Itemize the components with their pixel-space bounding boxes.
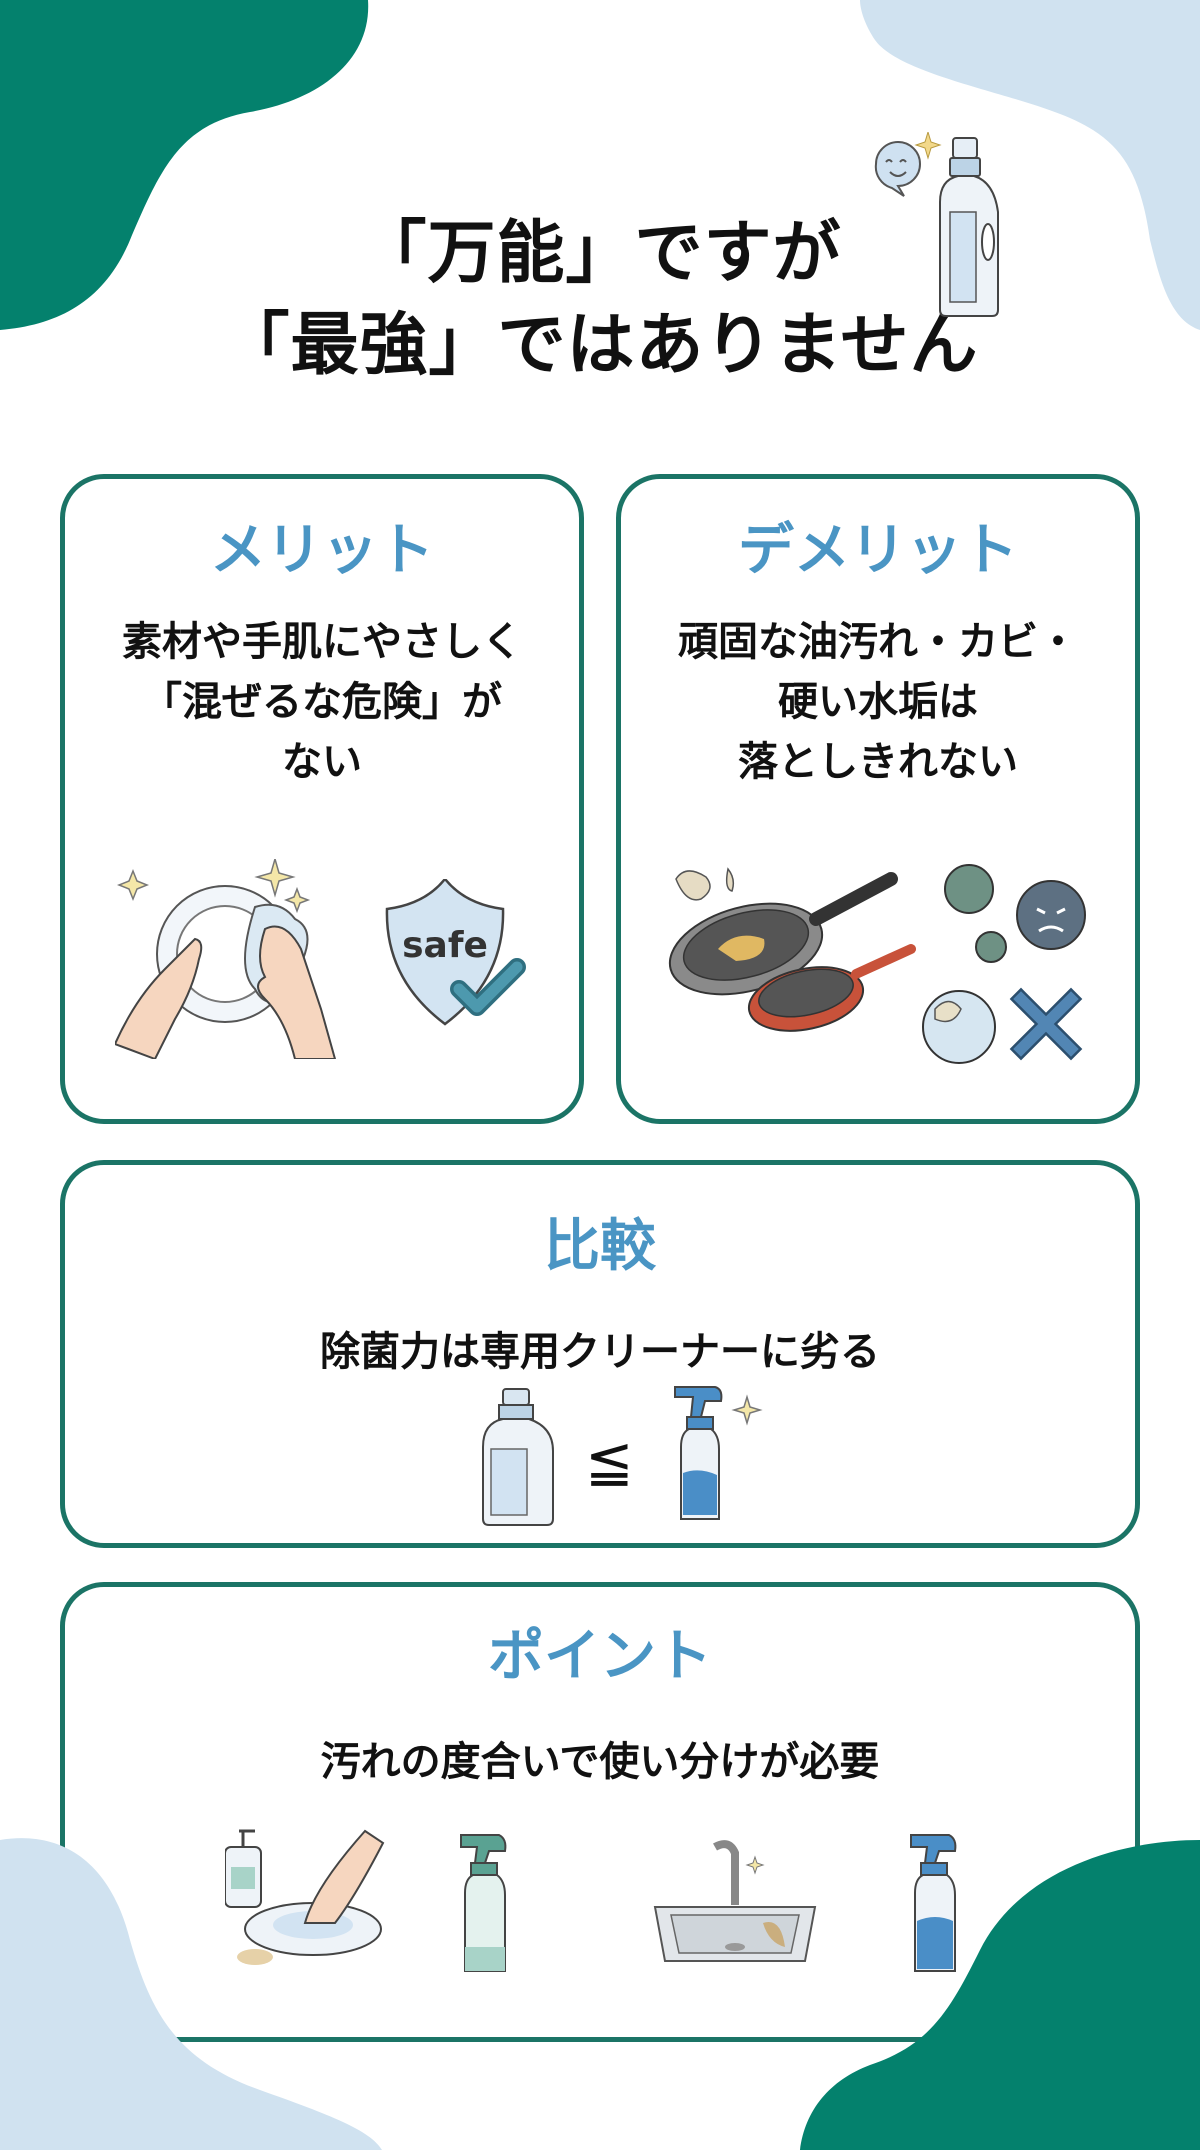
point-card: ポイント 汚れの度合いで使い分けが必要 bbox=[60, 1582, 1140, 2042]
hands-washing-dish-icon bbox=[115, 859, 337, 1059]
demerit-heading: デメリット bbox=[738, 518, 1018, 583]
bottom-left-blue-blob bbox=[0, 1838, 382, 2150]
detergent-bottle-icon bbox=[874, 132, 999, 317]
sparkle-icon bbox=[914, 132, 942, 160]
compare-heading: 比較 bbox=[544, 1214, 656, 1279]
title-line-1: 「万能」ですが bbox=[358, 214, 842, 293]
demerit-card: デメリット 頑固な油汚れ・カビ・ 硬い水垢は 落としきれない bbox=[616, 474, 1140, 1124]
safe-shield-icon: safe bbox=[385, 879, 526, 1026]
compare-card: 比較 除菌力は専用クリーナーに劣る ≦ bbox=[60, 1160, 1140, 1548]
germ-mold-icons bbox=[922, 864, 1086, 1064]
demerit-line-1: 頑固な油汚れ・カビ・ bbox=[678, 619, 1078, 665]
top-right-blue-blob bbox=[860, 0, 1200, 330]
compare-body: 除菌力は専用クリーナーに劣る bbox=[320, 1329, 880, 1375]
merit-line-3: ない bbox=[282, 739, 362, 785]
top-left-green-blob bbox=[0, 0, 369, 330]
point-body: 汚れの度合いで使い分けが必要 bbox=[320, 1739, 880, 1785]
bottom-right-green-blob bbox=[800, 1840, 1200, 2150]
kitchen-sink-icon bbox=[653, 1840, 817, 1962]
blue-spray-bottle-icon bbox=[910, 1834, 957, 1972]
x-mark-icon bbox=[1009, 987, 1083, 1061]
detergent-bottle-icon bbox=[482, 1388, 554, 1526]
title-line-2: 「最強」ではありません bbox=[221, 306, 979, 385]
merit-card: メリット 素材や手肌にやさしく 「混ぜるな危険」が ない safe bbox=[60, 474, 584, 1124]
safe-label: safe bbox=[402, 925, 488, 966]
green-spray-bottle-icon bbox=[460, 1834, 507, 1972]
mold-stain-icon bbox=[922, 990, 996, 1064]
page-title: 「万能」ですが 「最強」ではありません bbox=[0, 208, 1200, 392]
demerit-line-3: 落としきれない bbox=[738, 739, 1018, 785]
less-or-equal-symbol: ≦ bbox=[585, 1427, 634, 1495]
demerit-line-2: 硬い水垢は bbox=[778, 679, 978, 725]
sparkle-icon bbox=[731, 1394, 763, 1426]
germ-icon bbox=[944, 864, 994, 914]
hand-washing-dish-icon bbox=[225, 1829, 385, 1965]
merit-line-2: 「混ぜるな危険」が bbox=[142, 679, 502, 725]
spray-cleaner-icon bbox=[674, 1386, 763, 1520]
merit-heading: メリット bbox=[210, 518, 434, 583]
smile-bubble-icon bbox=[874, 141, 921, 197]
greasy-pans-icon bbox=[668, 867, 916, 1032]
germ-icon bbox=[1016, 880, 1086, 950]
point-heading: ポイント bbox=[488, 1624, 712, 1689]
germ-icon bbox=[975, 931, 1007, 963]
merit-line-1: 素材や手肌にやさしく bbox=[122, 619, 522, 665]
